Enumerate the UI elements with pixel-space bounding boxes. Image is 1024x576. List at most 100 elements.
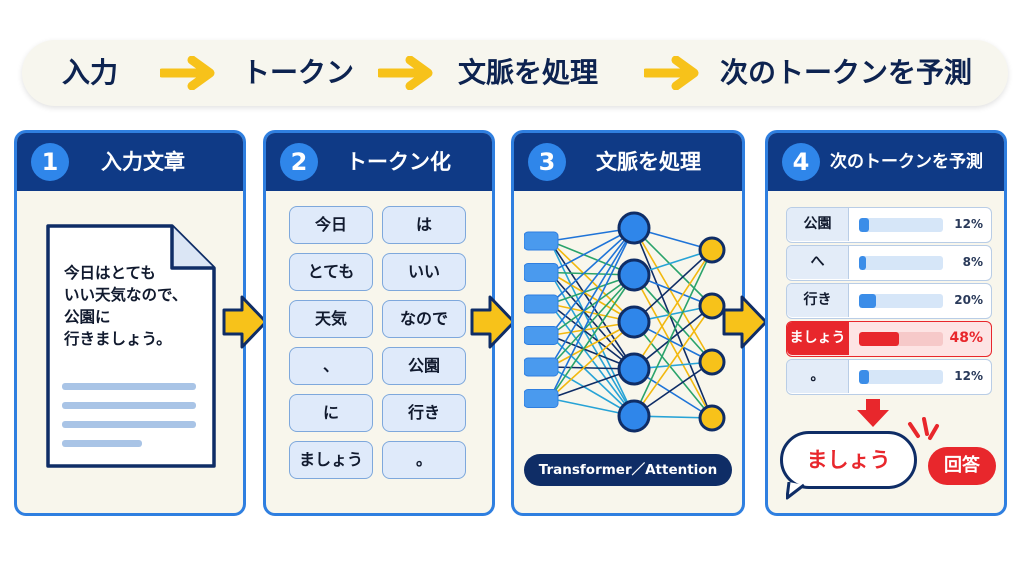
probability-bar: [859, 370, 870, 384]
prediction-percent: 20%: [954, 293, 983, 307]
prediction-token: 行き: [787, 284, 849, 317]
connection-line: [633, 227, 713, 307]
connection-line: [633, 274, 713, 419]
flow-step-input: 入力: [62, 56, 119, 89]
hidden-node: [617, 258, 651, 292]
connection-line: [633, 227, 713, 363]
token-chip: は: [382, 206, 466, 244]
token-chip: 、: [289, 347, 373, 385]
prediction-row: へ 8%: [786, 245, 992, 281]
token-chip: いい: [382, 253, 466, 291]
token-chip: 。: [382, 441, 466, 479]
probability-bar: [859, 294, 876, 308]
step-number: 3: [528, 143, 566, 181]
step-number: 1: [31, 143, 69, 181]
prediction-percent: 12%: [954, 369, 983, 383]
panel-header: 1 入力文章: [17, 133, 243, 191]
answer-badge: 回答: [928, 447, 996, 485]
flow-step-token: トークン: [242, 56, 355, 89]
input-node: [524, 294, 559, 314]
panel-header: 3 文脈を処理: [514, 133, 742, 191]
step-arrow-icon: [722, 295, 768, 349]
token-chip: とても: [289, 253, 373, 291]
panel-title: 次のトークンを予測: [830, 152, 983, 172]
panel-title: 入力文章: [101, 150, 185, 174]
hidden-node: [617, 211, 651, 245]
input-node: [524, 231, 559, 251]
token-chip: 公園: [382, 347, 466, 385]
input-node: [524, 326, 559, 345]
placeholder-line: [62, 440, 142, 447]
token-chip: 天気: [289, 300, 373, 338]
placeholder-line: [62, 402, 196, 409]
document-line: 公園に: [64, 308, 111, 326]
flow-arrow-icon: [378, 56, 433, 90]
probability-track: [859, 332, 943, 346]
probability-track: [859, 218, 943, 232]
token-chip: 今日: [289, 206, 373, 244]
probability-bar: [859, 218, 870, 232]
output-node: [698, 348, 726, 376]
connection-line: [549, 227, 635, 305]
answer-bubble: ましょう: [780, 431, 917, 489]
panel-title: トークン化: [346, 150, 451, 174]
document-line: いい天気なので、: [64, 286, 188, 304]
connection-line: [633, 227, 713, 419]
panel-header: 4 次のトークンを予測: [768, 133, 1004, 191]
output-node: [698, 292, 726, 320]
input-node: [524, 357, 559, 377]
connection-line: [549, 334, 635, 417]
prediction-token: ましょう: [787, 322, 849, 355]
token-chip: 行き: [382, 394, 466, 432]
flow-arrow-icon: [160, 56, 215, 90]
down-arrow-icon: [857, 399, 889, 427]
panel-header: 2 トークン化: [266, 133, 492, 191]
step-number: 2: [280, 143, 318, 181]
connection-line: [633, 321, 713, 419]
hidden-node: [617, 399, 651, 433]
placeholder-line: [62, 421, 196, 428]
hidden-node: [617, 352, 651, 386]
prediction-percent: 48%: [949, 330, 983, 346]
connection-line: [633, 249, 713, 417]
prediction-token: 公園: [787, 208, 849, 241]
document-line: 今日はとても: [64, 264, 156, 282]
connection-line: [549, 274, 635, 337]
connection-line: [633, 249, 713, 323]
step-number: 4: [782, 143, 820, 181]
prediction-row-highlighted: ましょう 48%: [786, 321, 992, 357]
prediction-percent: 8%: [962, 255, 983, 269]
hidden-node: [617, 305, 651, 339]
probability-bar: [859, 256, 866, 270]
prediction-token: 。: [787, 360, 849, 393]
prediction-token: へ: [787, 246, 849, 279]
placeholder-line: [62, 383, 196, 390]
document-text: 今日はとても いい天気なので、 公園に 行きましょう。: [64, 262, 214, 350]
connection-line: [633, 305, 713, 370]
connection-line: [549, 227, 635, 368]
connection-line: [549, 227, 635, 336]
flow-step-predict: 次のトークンを予測: [720, 56, 973, 89]
input-node: [524, 263, 559, 282]
bubble-tail: [786, 482, 805, 500]
prediction-percent: 12%: [954, 217, 983, 231]
emphasis-marks-icon: [908, 417, 939, 440]
prediction-row: 行き 20%: [786, 283, 992, 319]
input-node: [524, 389, 559, 408]
prediction-row: 公園 12%: [786, 207, 992, 243]
step-arrow-icon: [470, 295, 516, 349]
connection-line: [633, 249, 713, 370]
connection-line: [549, 227, 635, 399]
output-node: [698, 404, 726, 432]
token-chip: に: [289, 394, 373, 432]
neural-network-diagram: [524, 211, 726, 433]
token-chip: なので: [382, 300, 466, 338]
flow-step-context: 文脈を処理: [458, 56, 599, 89]
probability-track: [859, 294, 943, 308]
prediction-row: 。 12%: [786, 359, 992, 395]
probability-bar: [859, 332, 900, 346]
output-node: [698, 236, 726, 264]
probability-track: [859, 370, 943, 384]
panel-title: 文脈を処理: [596, 150, 701, 174]
connection-line: [549, 321, 635, 400]
